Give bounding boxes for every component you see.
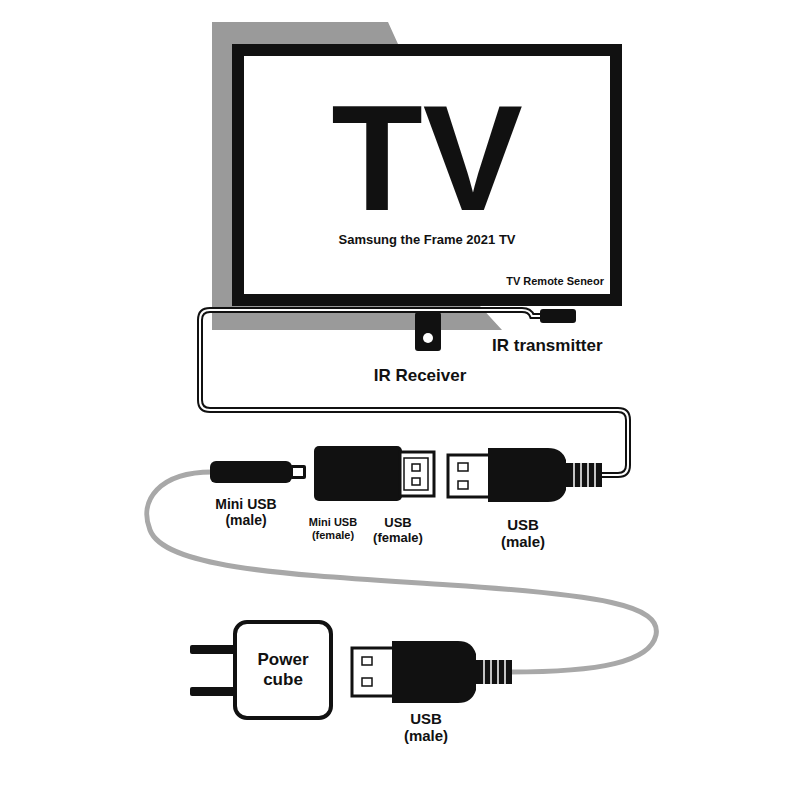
power-cube: Power cube <box>233 620 333 720</box>
connector-label: USB (male) <box>395 710 457 745</box>
tv-title: TV <box>244 83 610 233</box>
part-label: IR transmitter <box>492 336 652 356</box>
ir-cable <box>200 310 628 475</box>
sensor-label: TV Remote Seneor <box>506 275 604 288</box>
tv-model: Samsung the Frame 2021 TV <box>244 232 610 248</box>
connector-label: USB (male) <box>492 516 554 551</box>
ir-transmitter <box>540 309 576 323</box>
tv-screen: TVSamsung the Frame 2021 TV TV Remote Sen… <box>232 44 622 306</box>
connector-label: USB (female) <box>367 516 429 546</box>
usb-plug <box>448 448 602 502</box>
connector-label: Mini USB (male) <box>211 496 281 528</box>
power-cube-label: Power cube <box>242 650 324 689</box>
usb-adapter <box>314 446 434 501</box>
mini-usb-plug <box>210 461 306 483</box>
connector-label: Mini USB (female) <box>305 516 361 541</box>
ir-receiver <box>415 312 441 351</box>
part-label: IR Receiver <box>350 366 490 386</box>
plug-prongs <box>190 645 236 696</box>
usb-plug <box>352 641 512 703</box>
